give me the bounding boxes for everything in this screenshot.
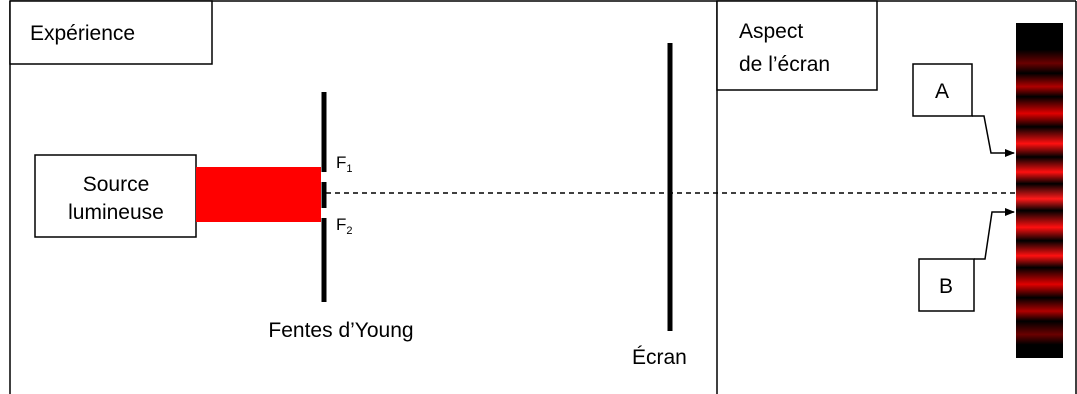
screen-aspect-title-line1: Aspect xyxy=(739,20,803,43)
slit-f1-label: F1 xyxy=(336,153,353,175)
slits-label: Fentes d’Young xyxy=(268,319,413,342)
source-label-line2: lumineuse xyxy=(68,201,164,224)
experiment-title-box xyxy=(9,0,213,65)
experiment-title: Expérience xyxy=(30,22,135,45)
light-beam xyxy=(196,167,321,222)
screen-aspect-title-line2: de l’écran xyxy=(739,53,830,76)
label-b-pointer xyxy=(974,208,1015,260)
screen-aspect-title-box xyxy=(716,0,878,91)
label-b-box xyxy=(918,258,975,312)
label-a-box xyxy=(912,63,973,117)
source-label-line1: Source xyxy=(83,173,150,196)
slit-f2-label: F2 xyxy=(336,215,353,237)
label-a-pointer xyxy=(972,115,1015,157)
fringe-pattern xyxy=(1016,23,1063,358)
label-b: B xyxy=(939,275,953,298)
light-source-box xyxy=(34,154,197,238)
screen-label: Écran xyxy=(632,346,687,369)
label-a: A xyxy=(935,80,949,103)
